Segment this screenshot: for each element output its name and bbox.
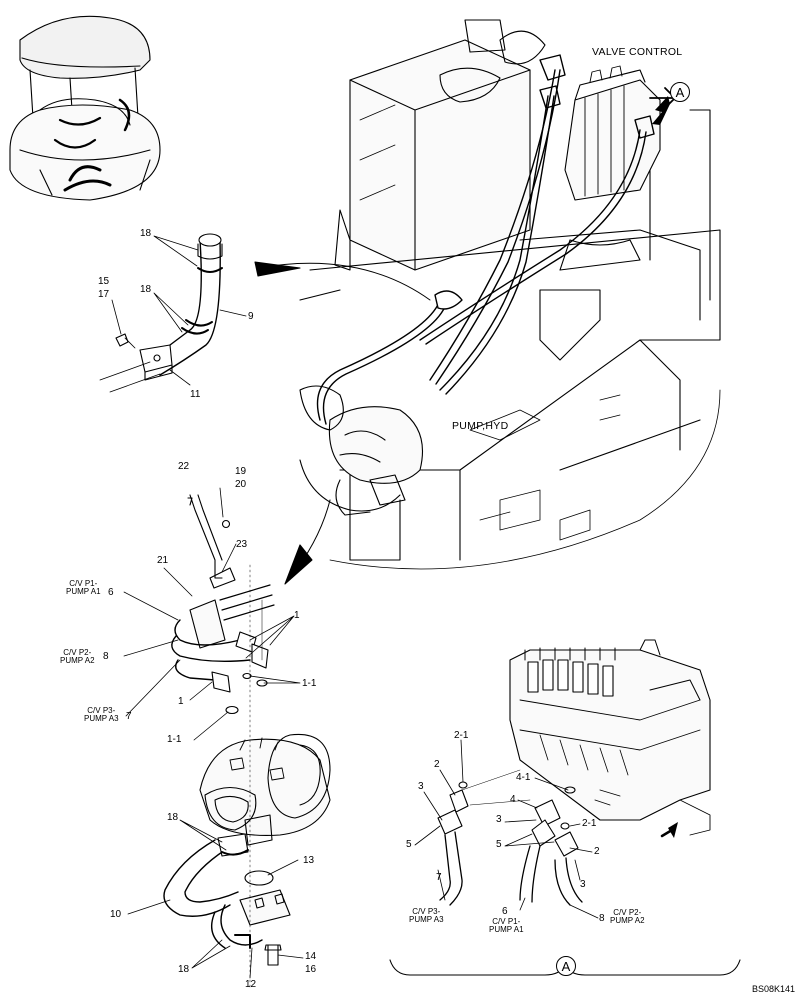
- part-number: 1-1: [302, 678, 317, 689]
- hose-label-line: PUMP A1: [66, 587, 101, 596]
- hose-label-p1-a1-detail: C/V P1- PUMP A1: [489, 918, 524, 934]
- hose-label-line: C/V P1-: [492, 917, 521, 926]
- part-number: 9: [248, 311, 254, 322]
- view-a-arrow: [652, 96, 670, 125]
- valve-to-pump-hoses: [316, 54, 655, 425]
- hose-label-line: PUMP A3: [84, 714, 119, 723]
- part-number: 15: [98, 276, 110, 287]
- reference-code: BS08K141: [752, 984, 796, 994]
- part-number: 11: [190, 389, 201, 400]
- part-number: 6: [108, 587, 114, 598]
- part-number: 14: [305, 951, 317, 962]
- machine-overview-thumbnail: [9, 15, 161, 201]
- part-number: 1: [178, 696, 184, 707]
- part-number: 21: [157, 555, 169, 566]
- part-number: 2: [594, 846, 600, 857]
- part-number: 1: [294, 610, 300, 621]
- hose-label-line: C/V P3-: [412, 907, 441, 916]
- part-number: 16: [305, 964, 317, 975]
- part-number: 17: [98, 289, 110, 300]
- hose-label-line: PUMP A2: [60, 656, 95, 665]
- pump-detail-group: [163, 733, 331, 991]
- valve-control-title: VALVE CONTROL: [592, 46, 683, 58]
- part-number: 10: [110, 909, 122, 920]
- detail-a-view: [389, 639, 741, 976]
- part-number: 12: [245, 979, 257, 990]
- hose-label-line: C/V P1-: [69, 579, 98, 588]
- part-number: 18: [178, 964, 190, 975]
- upper-arrow-head: [254, 261, 301, 277]
- hose-label-p1-a1: C/V P1- PUMP A1: [66, 580, 101, 596]
- hose-label-p3-a3-detail: C/V P3- PUMP A3: [409, 908, 444, 924]
- part-number: 19: [235, 466, 247, 477]
- part-number: 20: [235, 479, 247, 490]
- pump-assembly-installed: [299, 385, 424, 516]
- part-number: 2-1: [582, 818, 597, 829]
- middle-fitting-group: [171, 494, 275, 801]
- hose-label-line: PUMP A2: [610, 916, 645, 925]
- part-number: 6: [502, 906, 508, 917]
- hose-label-line: C/V P2-: [63, 648, 92, 657]
- hose-label-p2-a2: C/V P2- PUMP A2: [60, 649, 95, 665]
- part-number: 2: [434, 759, 440, 770]
- hose-label-line: PUMP A1: [489, 925, 524, 934]
- part-number: 8: [103, 651, 109, 662]
- part-number: 3: [496, 814, 502, 825]
- part-number: 7: [126, 711, 132, 722]
- hose-label-line: PUMP A3: [409, 915, 444, 924]
- part-number: 13: [303, 855, 315, 866]
- top-hose-group: [99, 233, 223, 393]
- hose-label-p2-a2-detail: C/V P2- PUMP A2: [610, 909, 645, 925]
- leader-lines: [111, 235, 599, 979]
- part-number: 5: [496, 839, 502, 850]
- pump-hyd-title: PUMP,HYD: [452, 420, 509, 432]
- lower-arrow-head: [284, 544, 313, 585]
- part-number: 2-1: [454, 730, 469, 741]
- part-number: 23: [236, 539, 248, 550]
- part-number: 18: [140, 284, 152, 295]
- part-number: 4: [510, 794, 516, 805]
- hose-label-p3-a3: C/V P3- PUMP A3: [84, 707, 119, 723]
- hose-label-line: C/V P3-: [87, 706, 116, 715]
- part-number: 4-1: [516, 772, 531, 783]
- detail-a-callout-bottom: A: [556, 956, 576, 976]
- part-number: 3: [580, 879, 586, 890]
- part-number: 3: [418, 781, 424, 792]
- hose-label-line: C/V P2-: [613, 908, 642, 917]
- upper-curved-arrow: [257, 262, 431, 301]
- part-number: 8: [599, 913, 605, 924]
- part-number: 18: [167, 812, 179, 823]
- part-number: 1-1: [167, 734, 182, 745]
- part-number: 22: [178, 461, 190, 472]
- part-number: 5: [406, 839, 412, 850]
- part-number: 18: [140, 228, 152, 239]
- detail-a-callout-top: A: [670, 82, 690, 102]
- part-number: 7: [436, 872, 442, 883]
